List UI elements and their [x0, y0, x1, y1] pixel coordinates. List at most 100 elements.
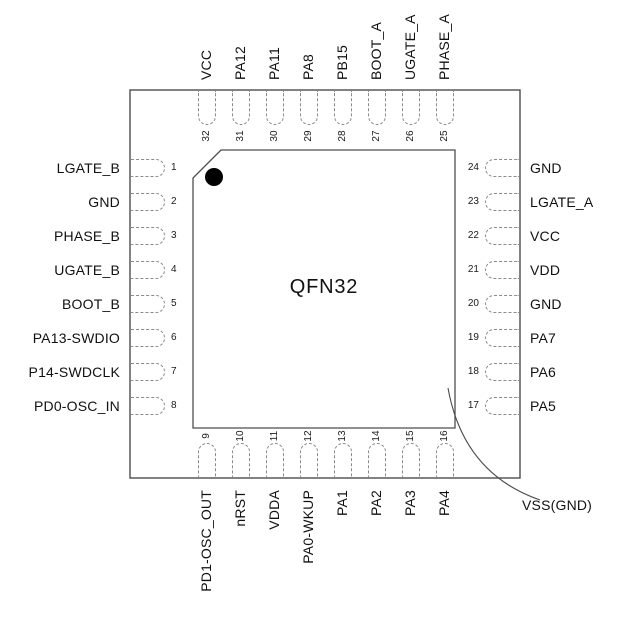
pin-number: 31 [235, 130, 246, 142]
pin-label: VCC [530, 228, 561, 244]
pin-label: PA11 [266, 47, 282, 80]
pin-pad [485, 329, 519, 347]
pin-label: LGATE_A [530, 194, 594, 210]
pin-pad [436, 91, 454, 125]
pin-label: UGATE_B [54, 262, 120, 278]
pin-label: nRST [232, 490, 248, 527]
pin-number: 23 [467, 196, 479, 207]
pin-label: BOOT_A [368, 22, 384, 80]
pin-number: 1 [171, 162, 177, 173]
pin-number: 10 [235, 430, 246, 442]
pin-pad [266, 91, 284, 125]
pin-label: PA12 [232, 45, 248, 80]
pin-pad [436, 443, 454, 477]
pin-label: PA13-SWDIO [32, 330, 120, 346]
pin-number: 32 [201, 130, 212, 142]
pin-pad [232, 443, 250, 477]
pin-label: GND [88, 194, 120, 210]
pin-label: GND [530, 160, 562, 176]
pin-pad [402, 91, 420, 125]
pin-label: PA1 [334, 490, 350, 517]
pin-label: PA8 [300, 53, 316, 80]
pin-pad [131, 397, 165, 415]
pin-number: 3 [171, 230, 177, 241]
pin-number: 18 [467, 366, 479, 377]
pin-label: PHASE_A [436, 14, 452, 80]
pin-pad [131, 227, 165, 245]
pin-pad [485, 363, 519, 381]
pin-pad [485, 397, 519, 415]
pin-pad [131, 193, 165, 211]
die-outline [192, 149, 456, 429]
pin-number: 17 [467, 400, 479, 411]
pin-pad [198, 91, 216, 125]
pin-number: 7 [171, 366, 177, 377]
pin-number: 13 [337, 430, 348, 442]
pin-label: PB15 [334, 44, 350, 80]
pin-label: PA6 [530, 364, 557, 380]
pin-number: 9 [201, 433, 212, 439]
pin-label: PA0-WKUP [300, 490, 316, 564]
pin-label: BOOT_B [62, 296, 120, 312]
pin-number: 26 [405, 130, 416, 142]
pin-label: UGATE_A [402, 14, 418, 80]
package-name-label: QFN32 [289, 276, 359, 298]
pin-number: 14 [371, 430, 382, 442]
pin-number: 19 [467, 332, 479, 343]
package-outline [129, 89, 521, 479]
pin-pad [300, 443, 318, 477]
pin1-marker-dot [205, 168, 223, 186]
pin-number: 8 [171, 400, 177, 411]
pin-pad [198, 443, 216, 477]
pin-label: LGATE_B [56, 160, 120, 176]
pin-pad [368, 91, 386, 125]
pin-pad [131, 329, 165, 347]
pin-label: PA3 [402, 490, 418, 517]
pin-pad [131, 159, 165, 177]
pin-label: PHASE_B [54, 228, 120, 244]
pin-pad [131, 295, 165, 313]
exposed-pad-label: VSS(GND) [522, 497, 593, 513]
pin-pad [485, 261, 519, 279]
pin-pad [485, 295, 519, 313]
pin-pad [485, 159, 519, 177]
pin-number: 28 [337, 130, 348, 142]
pin-label: VDDA [266, 490, 282, 530]
pin-pad [131, 261, 165, 279]
pin-number: 4 [171, 264, 177, 275]
pin-label: P14-SWDCLK [28, 364, 120, 380]
pin-pad [131, 363, 165, 381]
pin-number: 30 [269, 130, 280, 142]
pin-pad [402, 443, 420, 477]
pin-label: PA5 [530, 398, 557, 414]
pin-pad [485, 227, 519, 245]
pin-number: 20 [467, 298, 479, 309]
pin-label: VDD [530, 262, 561, 278]
pin-label: VCC [198, 49, 214, 80]
pin-pad [232, 91, 250, 125]
pin-pad [334, 443, 352, 477]
pin-number: 22 [467, 230, 479, 241]
pin-label: PA4 [436, 490, 452, 517]
pin-number: 5 [171, 298, 177, 309]
pin-pad [334, 91, 352, 125]
pin-number: 24 [467, 162, 479, 173]
pin-label: PD0-OSC_IN [33, 398, 120, 414]
pin-number: 2 [171, 196, 177, 207]
pin-number: 6 [171, 332, 177, 343]
pin-label: PD1-OSC_OUT [198, 490, 214, 592]
pin-pad [266, 443, 284, 477]
pin-number: 11 [269, 430, 280, 442]
pin-label: GND [530, 296, 562, 312]
pin-number: 25 [439, 130, 450, 142]
pin-number: 16 [439, 430, 450, 442]
pin-number: 27 [371, 130, 382, 142]
pin-label: PA7 [530, 330, 557, 346]
pin-pad [485, 193, 519, 211]
pin-number: 21 [467, 264, 479, 275]
pin-pad [368, 443, 386, 477]
pin-number: 12 [303, 430, 314, 442]
pin-label: PA2 [368, 490, 384, 517]
